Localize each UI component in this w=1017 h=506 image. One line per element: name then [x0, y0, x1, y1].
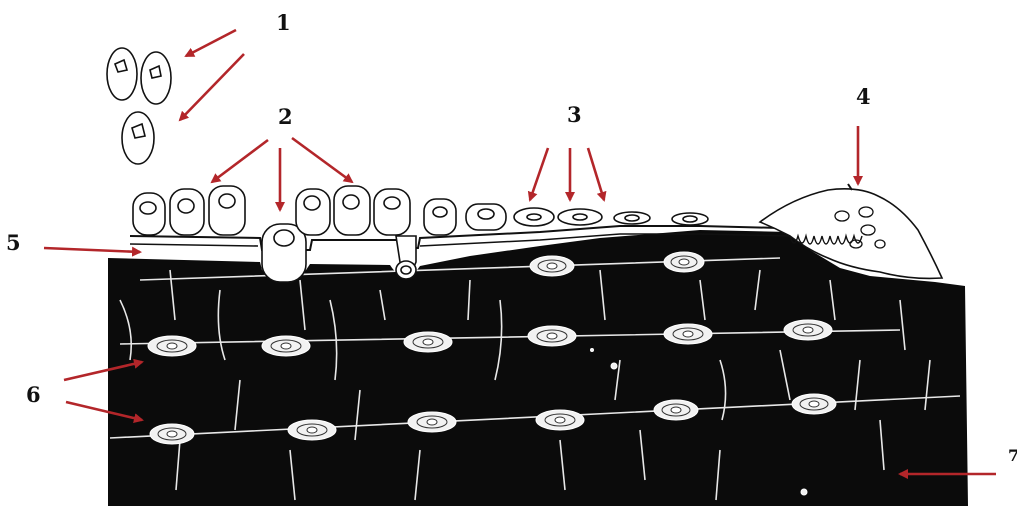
label-5: 5	[6, 232, 21, 253]
lining-cell	[558, 209, 602, 225]
lacuna	[528, 326, 576, 346]
lacuna	[654, 400, 698, 420]
lacuna	[408, 412, 456, 432]
osteoblast	[334, 186, 370, 235]
arrow-5	[44, 248, 140, 252]
lining-cell	[614, 212, 650, 224]
lacuna	[262, 336, 310, 356]
lacuna	[530, 256, 574, 276]
arrow-1b	[180, 54, 244, 120]
arrow-1a	[186, 30, 236, 56]
lacuna	[792, 394, 836, 414]
arrow-3c	[588, 148, 604, 200]
label-1: 1	[276, 12, 291, 33]
lining-cell	[514, 208, 554, 226]
cell	[141, 52, 171, 104]
label-3: 3	[567, 104, 582, 125]
lacuna	[404, 332, 452, 352]
label-2: 2	[278, 106, 293, 127]
label-7: 7	[1008, 448, 1017, 464]
arrow-2a	[212, 140, 268, 182]
lacuna	[150, 424, 194, 444]
lining-cell	[672, 213, 708, 225]
precursor-cells	[107, 48, 171, 164]
lacuna	[148, 336, 196, 356]
cell	[122, 112, 154, 164]
arrow-3a	[530, 148, 548, 200]
lacuna	[784, 320, 832, 340]
lacuna	[664, 324, 712, 344]
label-4: 4	[856, 86, 871, 107]
embedded-osteoblast	[262, 224, 306, 282]
arrow-2c	[292, 138, 352, 182]
lacuna	[536, 410, 584, 430]
osteoblast	[466, 204, 506, 230]
osteoblast	[374, 189, 410, 235]
cell	[107, 48, 137, 100]
label-6: 6	[26, 384, 41, 405]
osteoblast	[170, 189, 204, 235]
lacuna	[288, 420, 336, 440]
lacuna	[664, 252, 704, 272]
